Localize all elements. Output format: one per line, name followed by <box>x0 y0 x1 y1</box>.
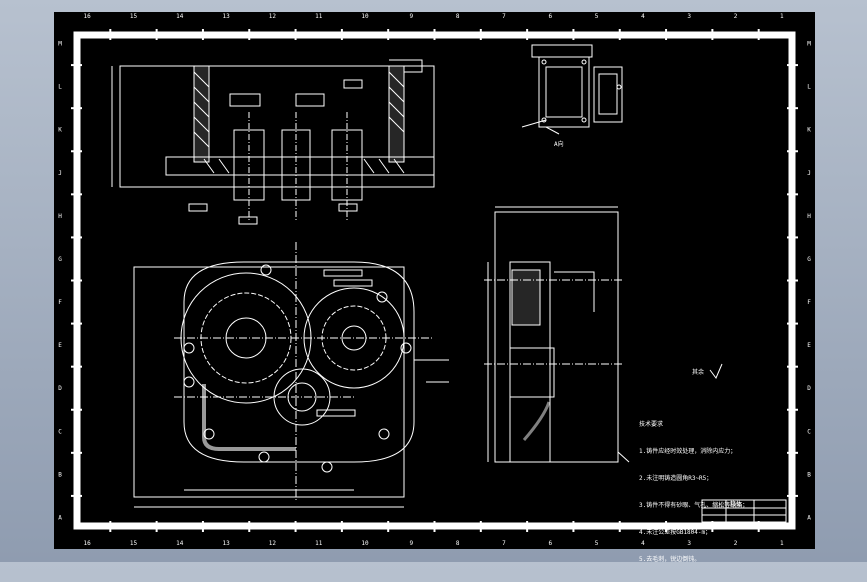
hatch-2 <box>388 71 405 133</box>
hatch-1 <box>193 71 210 148</box>
note-line: 3.铸件不得有砂眼、气孔、缩松等缺陷； <box>639 502 749 509</box>
zone-row-label: A <box>58 514 62 521</box>
technical-notes: 技术要求 1.铸件应经时效处理，消除内应力； 2.未注明铸造圆角R3~R5； 3… <box>639 402 748 582</box>
zone-column-label: 11 <box>315 13 323 20</box>
zone-column-label: 5 <box>595 13 599 20</box>
side-view <box>484 206 630 463</box>
zone-column-label: 15 <box>130 540 138 547</box>
notes-heading: 技术要求 <box>639 421 664 428</box>
zone-row-label: L <box>807 84 811 91</box>
zone-column-label: 14 <box>176 13 184 20</box>
zone-row-label: F <box>58 299 62 306</box>
zone-column-label: 1 <box>780 13 784 20</box>
zone-column-label: 8 <box>456 13 460 20</box>
zone-column-label: 8 <box>456 540 460 547</box>
zone-column-label: 4 <box>641 13 645 20</box>
zone-row-label: C <box>58 428 62 435</box>
zone-column-label: 10 <box>361 540 369 547</box>
zone-row-label: M <box>807 41 811 48</box>
zone-column-label: 1 <box>780 540 784 547</box>
right-wall <box>388 65 405 163</box>
zone-column-label: 6 <box>548 540 552 547</box>
zone-row-label: J <box>807 170 811 177</box>
zone-column-label: 6 <box>548 13 552 20</box>
zone-row-label: G <box>58 256 62 263</box>
detail-view <box>521 44 623 135</box>
left-wall <box>193 65 210 163</box>
front-outline <box>133 266 405 498</box>
left-cutaway <box>202 384 296 451</box>
zone-column-label: 13 <box>222 13 230 20</box>
zone-column-label: 12 <box>269 540 277 547</box>
zone-column-label: 15 <box>130 13 138 20</box>
zone-column-label: 16 <box>84 540 92 547</box>
housing-outline <box>183 261 415 463</box>
zone-column-label: 7 <box>502 13 506 20</box>
zone-column-label: 9 <box>410 13 414 20</box>
zone-column-label: 14 <box>176 540 184 547</box>
roughness-label: 其余 <box>692 368 704 376</box>
title-block <box>701 499 787 523</box>
detail-view-label: A向 <box>554 140 564 148</box>
note-line: 1.铸件应经时效处理，消除内应力； <box>639 448 737 455</box>
zone-column-label: 7 <box>502 540 506 547</box>
zone-row-label: K <box>807 127 811 134</box>
base-flange <box>165 156 435 176</box>
side-flange-top <box>511 269 541 326</box>
zone-row-label: K <box>58 127 62 134</box>
flange-top <box>389 59 423 73</box>
zone-column-label: 5 <box>595 540 599 547</box>
zone-column-label: 13 <box>222 540 230 547</box>
zone-column-label: 3 <box>687 13 691 20</box>
zone-column-label: 2 <box>734 540 738 547</box>
zone-row-label: B <box>58 471 62 478</box>
zone-row-label: A <box>807 514 811 521</box>
zone-row-label: B <box>807 471 811 478</box>
top-outline <box>119 65 435 188</box>
zone-row-label: E <box>58 342 62 349</box>
side-rib <box>522 401 551 441</box>
zone-column-label: 10 <box>361 13 369 20</box>
zone-ticks <box>71 29 798 532</box>
zone-column-label: 12 <box>269 13 277 20</box>
note-line: 5.去毛刺，锐边倒钝。 <box>639 556 701 563</box>
zone-row-label: H <box>58 213 62 220</box>
zone-row-label: D <box>807 385 811 392</box>
zone-row-label: G <box>807 256 811 263</box>
roughness-symbol <box>709 363 723 379</box>
zone-column-label: 9 <box>410 540 414 547</box>
top-section-view <box>111 59 435 225</box>
zone-labels: 1616151514141313121211111010998877665544… <box>58 13 811 547</box>
zone-row-label: L <box>58 84 62 91</box>
zone-row-label: D <box>58 385 62 392</box>
zone-column-label: 2 <box>734 13 738 20</box>
hatch-3 <box>203 158 405 174</box>
zone-row-label: H <box>807 213 811 220</box>
note-line: 4.未注公差按GB1804-m； <box>639 529 712 536</box>
zone-column-label: 4 <box>641 540 645 547</box>
zone-column-label: 16 <box>84 13 92 20</box>
zone-row-label: M <box>58 41 62 48</box>
zone-column-label: 11 <box>315 540 323 547</box>
zone-row-label: J <box>58 170 62 177</box>
cad-canvas: 1616151514141313121211111010998877665544… <box>58 13 811 547</box>
front-view <box>133 242 449 508</box>
title-block-label: 箱体 <box>730 500 742 508</box>
zone-row-label: C <box>807 428 811 435</box>
zone-row-label: F <box>807 299 811 306</box>
zone-row-label: E <box>807 342 811 349</box>
zone-column-label: 3 <box>687 540 691 547</box>
note-line: 2.未注明铸造圆角R3~R5； <box>639 475 713 482</box>
